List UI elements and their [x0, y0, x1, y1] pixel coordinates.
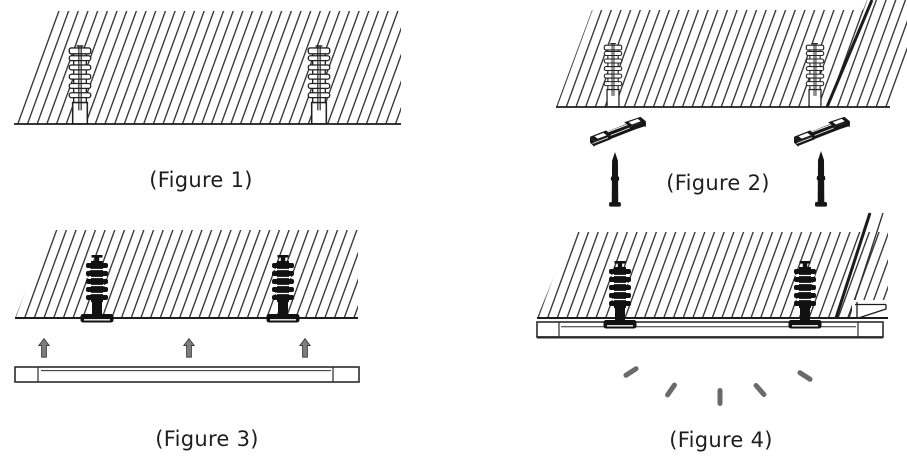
- figure-1-diagram: [14, 11, 401, 125]
- power-cable-line: [834, 212, 872, 319]
- wall-anchor-icon: [805, 42, 825, 107]
- light-ray-icon: [717, 388, 723, 406]
- screw-icon: [815, 151, 827, 207]
- mounting-clip-icon: [793, 116, 851, 148]
- light-ray-icon: [665, 382, 677, 398]
- ceiling-hatch: [15, 230, 358, 318]
- figure-2-caption: (Figure 2): [666, 171, 770, 195]
- light-fixture: [14, 366, 360, 383]
- light-rays: [623, 366, 813, 406]
- light-ray-icon: [797, 370, 813, 382]
- figure-4-caption: (Figure 4): [669, 428, 773, 452]
- light-ray-icon: [623, 366, 639, 378]
- figure-4-diagram: [536, 212, 888, 406]
- light-fixture: [536, 321, 884, 339]
- wall-anchor-icon: [307, 45, 331, 124]
- up-arrow-icon: [38, 338, 50, 358]
- end-bracket-icon: [852, 300, 888, 319]
- light-ray-icon: [753, 382, 767, 398]
- up-arrow-icon: [183, 338, 195, 358]
- figure-2-diagram: [556, 0, 907, 207]
- mounting-clip-icon: [589, 116, 647, 148]
- wall-anchor-icon: [603, 42, 623, 107]
- ceiling-hatch: [14, 11, 401, 124]
- up-arrow-icon: [299, 338, 311, 358]
- figure-3-diagram: [14, 230, 360, 383]
- screw-icon: [609, 152, 621, 207]
- figure-1-caption: (Figure 1): [149, 168, 253, 192]
- ceiling-hatch: [537, 232, 888, 318]
- wall-anchor-icon: [68, 45, 92, 124]
- figure-3-caption: (Figure 3): [155, 427, 259, 451]
- power-cable-line: [825, 0, 874, 108]
